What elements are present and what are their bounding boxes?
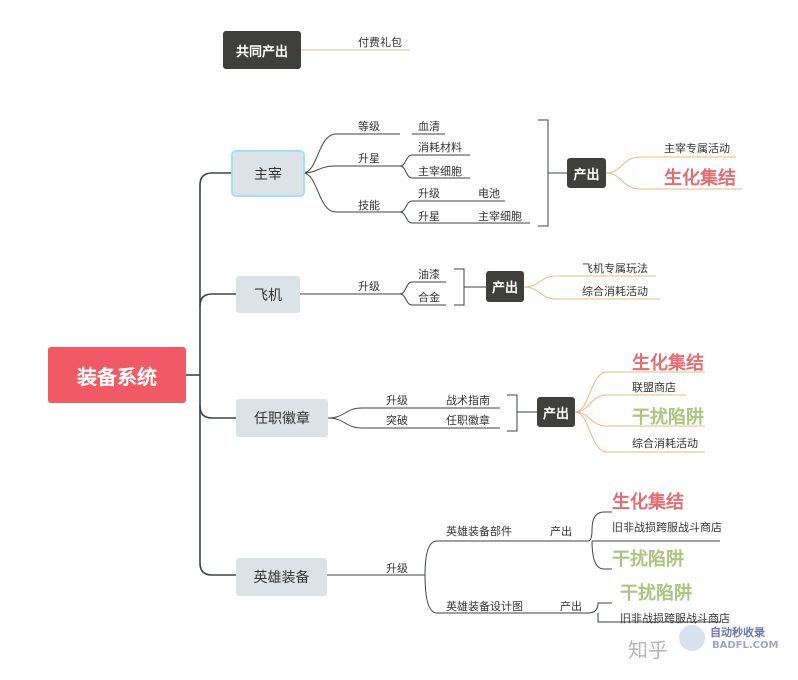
zhihu-watermark: 知乎 bbox=[628, 638, 668, 662]
renzhi-jam-trap: 干扰陷阱 bbox=[632, 407, 704, 428]
site-logo-icon bbox=[679, 625, 705, 651]
feiji-paint: 油漆 bbox=[418, 268, 440, 281]
zhuzai-skill-upgrade: 升级 bbox=[418, 187, 440, 200]
zhuzai-star: 升星 bbox=[358, 152, 380, 165]
zhuzai-skill-battery: 电池 bbox=[478, 187, 500, 200]
yingxiong-parts: 英雄装备部件 bbox=[446, 525, 512, 538]
zhuzai-exclusive-event: 主宰专属活动 bbox=[664, 142, 730, 155]
common-output-node[interactable]: 共同产出 bbox=[223, 31, 301, 69]
renzhi-badge: 任职徽章 bbox=[446, 414, 490, 427]
yingxiong-parts-biochem: 生化集结 bbox=[612, 492, 684, 513]
feiji-output-node[interactable]: 产出 bbox=[486, 271, 524, 302]
yingxiong-parts-shop: 旧非战损跨服战斗商店 bbox=[612, 521, 722, 534]
feiji-consume-event: 综合消耗活动 bbox=[582, 285, 648, 298]
renzhi-breakthrough: 突破 bbox=[386, 414, 408, 427]
zhuzai-node[interactable]: 主宰 bbox=[231, 150, 305, 197]
yingxiong-parts-output: 产出 bbox=[550, 525, 572, 538]
feiji-upgrade: 升级 bbox=[358, 280, 380, 293]
zhuzai-level-serum: 血清 bbox=[418, 120, 440, 133]
renzhi-consume-event: 综合消耗活动 bbox=[632, 437, 698, 450]
yingxiong-upgrade: 升级 bbox=[386, 562, 408, 575]
renzhi-alliance-shop: 联盟商店 bbox=[632, 381, 676, 394]
yingxiong-blueprint: 英雄装备设计图 bbox=[446, 600, 523, 613]
yingxiong-blueprint-shop: 旧非战损跨服战斗商店 bbox=[620, 612, 730, 625]
zhuzai-skill-cell: 主宰细胞 bbox=[478, 210, 522, 223]
zhuzai-skill: 技能 bbox=[358, 199, 380, 212]
root-node[interactable]: 装备系统 bbox=[48, 347, 186, 403]
zhuzai-level: 等级 bbox=[358, 120, 380, 133]
yingxiong-node[interactable]: 英雄装备 bbox=[236, 558, 327, 596]
renzhi-node[interactable]: 任职徽章 bbox=[236, 399, 328, 437]
zhuzai-biochem-gather: 生化集结 bbox=[664, 168, 736, 189]
feiji-node[interactable]: 飞机 bbox=[236, 276, 300, 313]
zhuzai-skill-star: 升星 bbox=[418, 210, 440, 223]
zhuzai-star-cell: 主宰细胞 bbox=[418, 165, 462, 178]
renzhi-upgrade: 升级 bbox=[386, 394, 408, 407]
yingxiong-parts-trap: 干扰陷阱 bbox=[612, 549, 684, 570]
yingxiong-blueprint-output: 产出 bbox=[560, 600, 582, 613]
site-watermark-bottom: BADFL.COM bbox=[712, 640, 779, 651]
renzhi-tactical-guide: 战术指南 bbox=[446, 394, 490, 407]
feiji-alloy: 合金 bbox=[418, 291, 440, 304]
zhuzai-output-node[interactable]: 产出 bbox=[567, 158, 606, 188]
yingxiong-blueprint-trap: 干扰陷阱 bbox=[620, 583, 692, 604]
renzhi-biochem-gather: 生化集结 bbox=[632, 353, 704, 374]
site-watermark-top: 自动秒收录 bbox=[710, 626, 765, 639]
feiji-exclusive-play: 飞机专属玩法 bbox=[582, 262, 648, 275]
paid-gift-pack: 付费礼包 bbox=[358, 36, 402, 49]
zhuzai-star-material: 消耗材料 bbox=[418, 141, 462, 154]
renzhi-output-node[interactable]: 产出 bbox=[537, 397, 575, 427]
